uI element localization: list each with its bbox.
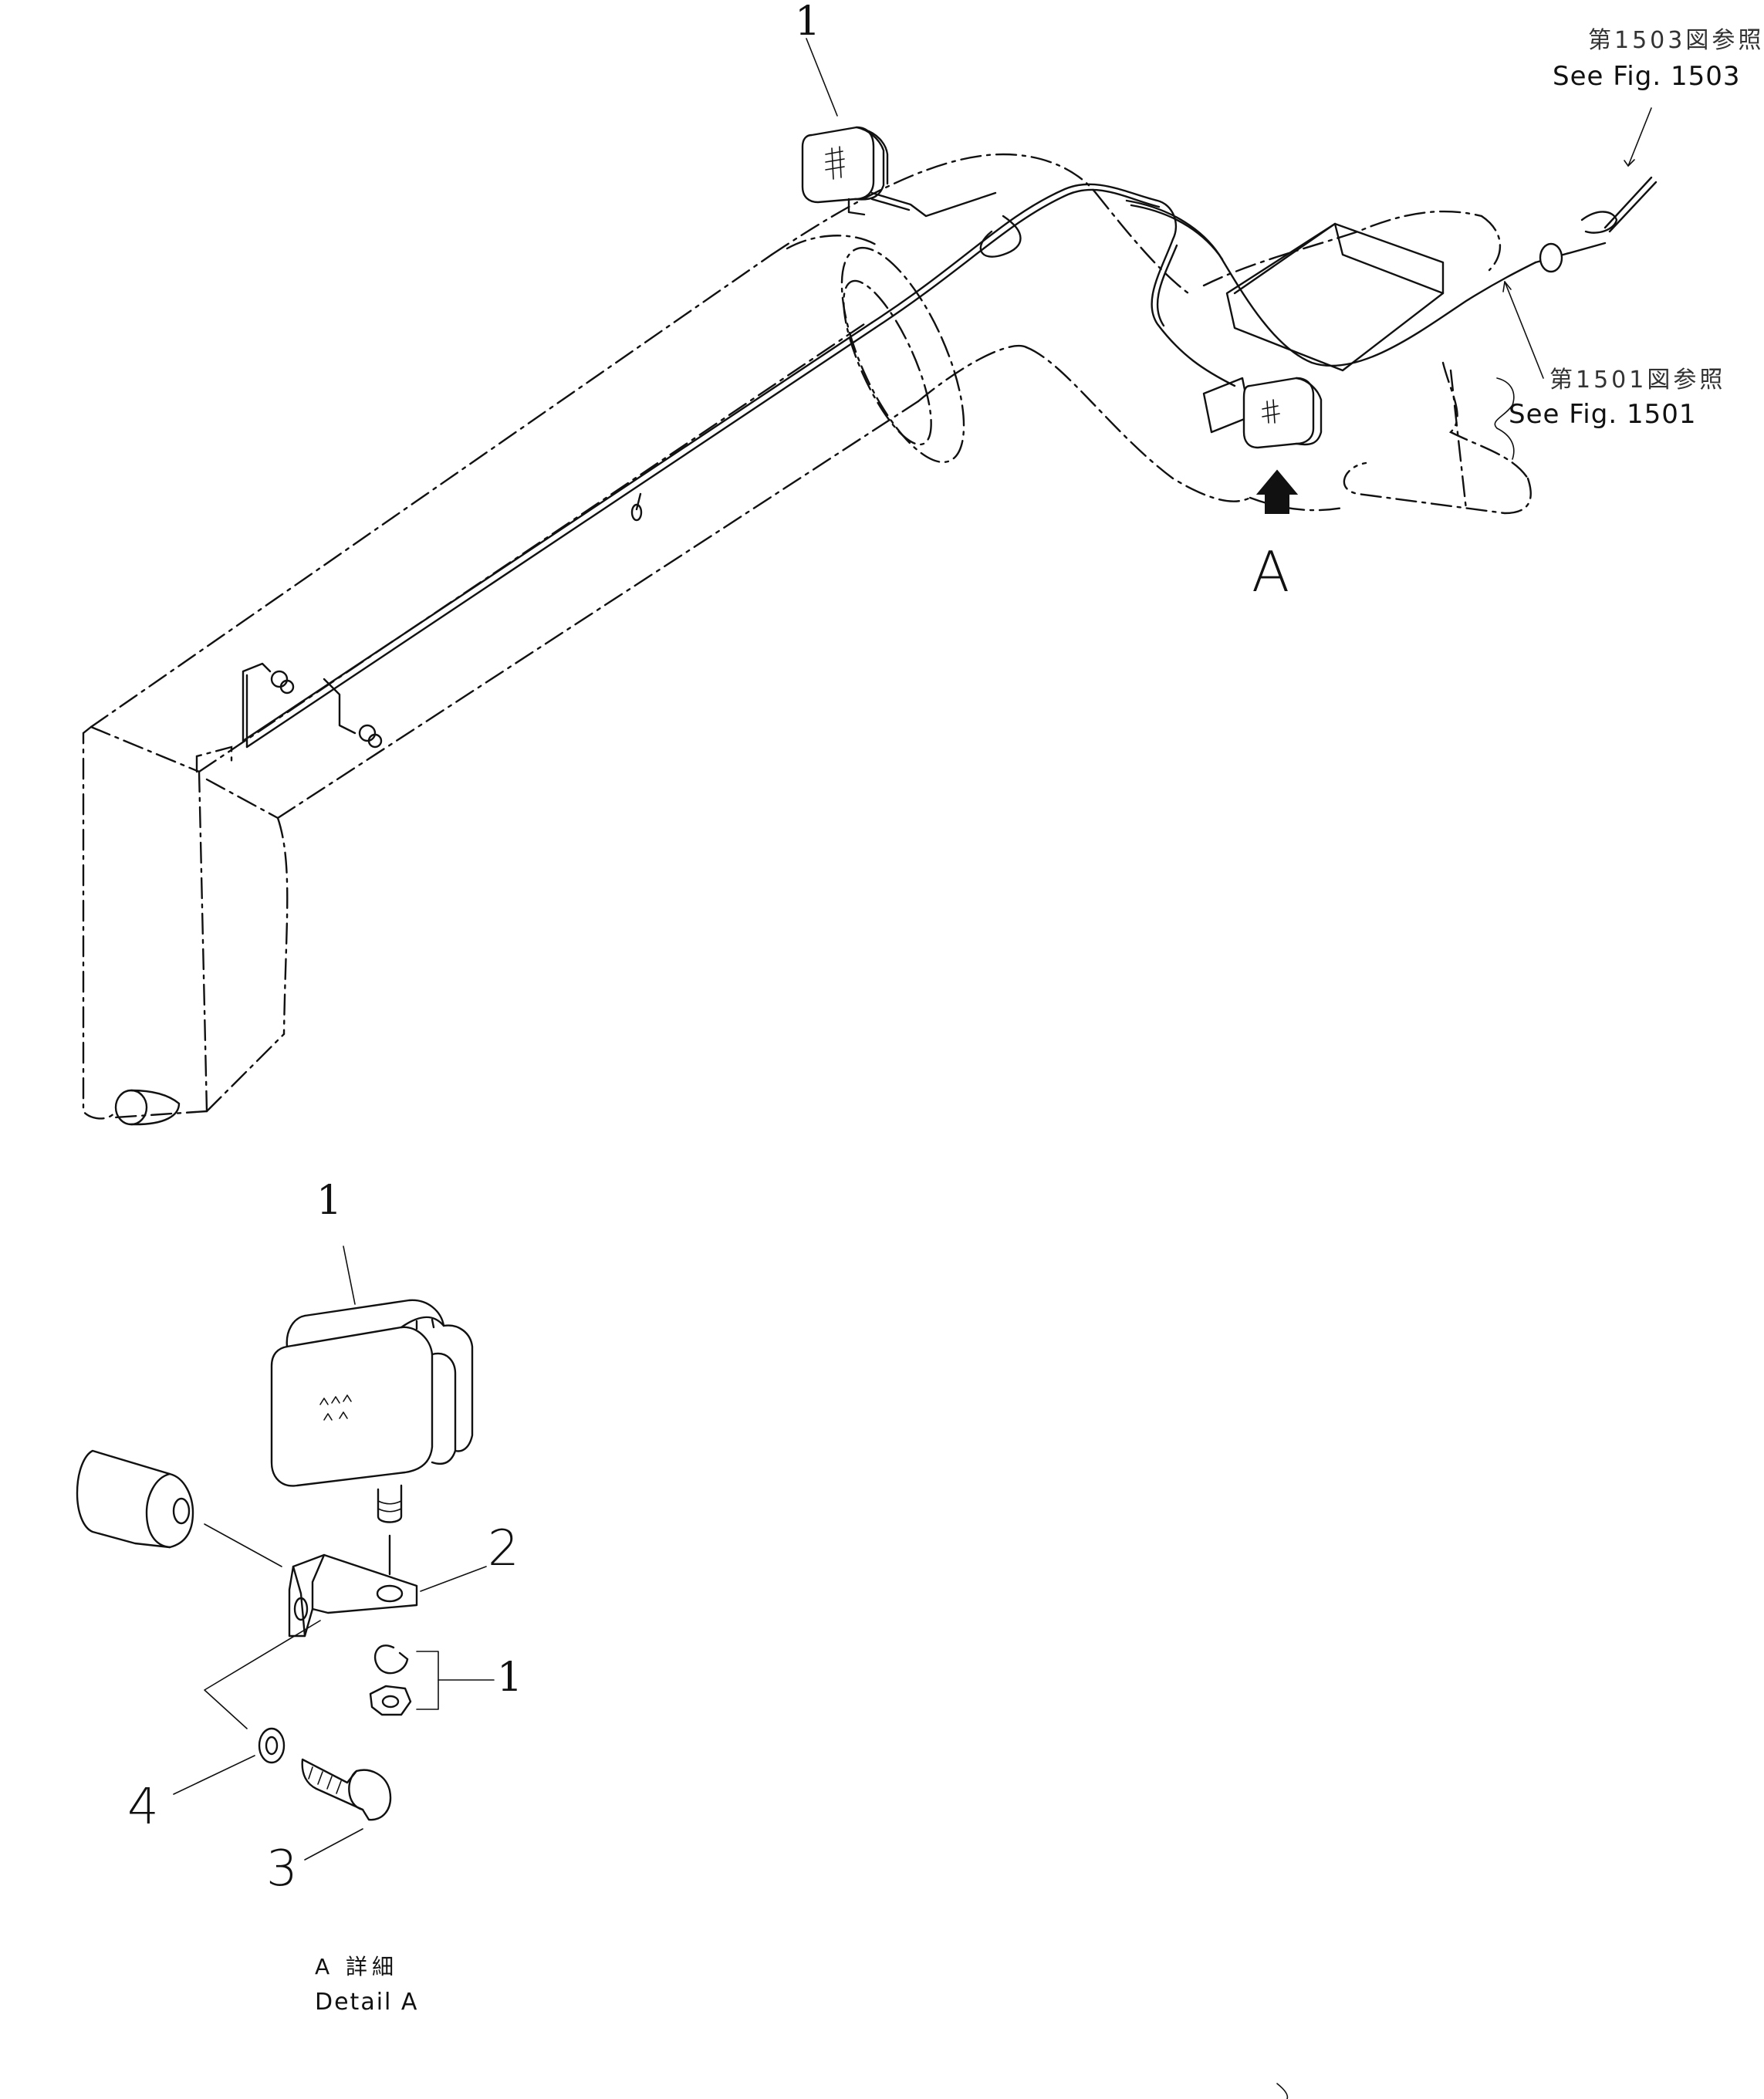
detail-a-drawing bbox=[76, 1246, 495, 1861]
callout-bracket: 2 bbox=[488, 1520, 519, 1577]
work-lamp-rear bbox=[1202, 377, 1323, 449]
page-tick-mark bbox=[1276, 2083, 1289, 2099]
ref-fig1501-jp: 第1501図参照 bbox=[1549, 367, 1726, 394]
work-lamp-top bbox=[801, 126, 889, 216]
callout-washer: 4 bbox=[127, 1779, 159, 1836]
ref-fig1503-en: See Fig. 1503 bbox=[1553, 61, 1741, 92]
leader-lines-top bbox=[806, 38, 1652, 460]
ref-fig1503-jp: 第1503図参照 bbox=[1588, 27, 1764, 54]
callout-lamp-top: 1 bbox=[795, 0, 821, 45]
detail-a-en: Detail A bbox=[315, 1989, 419, 2016]
rear-box bbox=[1225, 222, 1445, 372]
callout-nut-group: 1 bbox=[497, 1655, 523, 1701]
wiring-harness bbox=[242, 176, 1658, 749]
ref-fig1501-en: See Fig. 1501 bbox=[1509, 399, 1697, 430]
detail-a-jp: A 詳細 bbox=[315, 1954, 399, 1979]
boom-outline bbox=[82, 153, 1532, 1126]
callout-lamp-detail: 1 bbox=[316, 1178, 343, 1224]
callout-bolt: 3 bbox=[266, 1840, 298, 1898]
view-letter-a: A bbox=[1252, 539, 1290, 604]
view-arrow-a bbox=[1255, 469, 1299, 514]
